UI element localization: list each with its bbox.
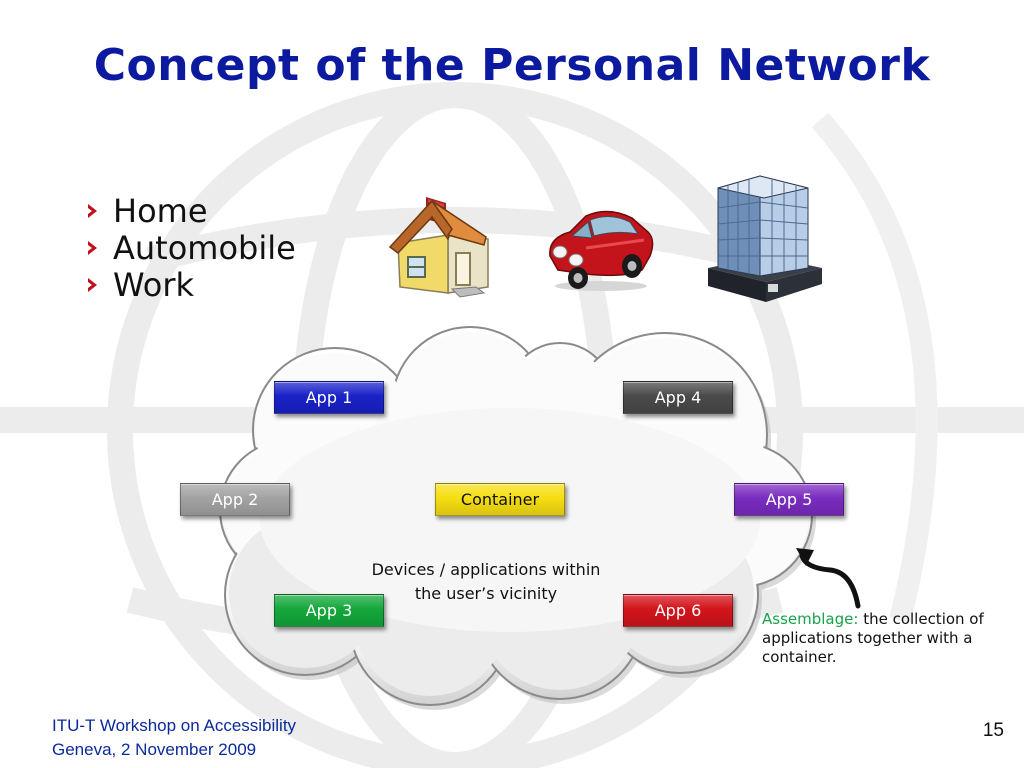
bullet-arrow-icon (88, 240, 97, 255)
app-3-label: App 3 (305, 601, 353, 620)
app-6-label: App 6 (654, 601, 702, 620)
container-box: Container (435, 483, 565, 516)
app-3-box: App 3 (274, 594, 384, 627)
bullet-arrow-icon (88, 203, 97, 218)
assemblage-description: the collection of applications together … (762, 610, 984, 666)
assemblage-term: Assemblage: (762, 610, 859, 628)
app-6-box: App 6 (623, 594, 733, 627)
bullet-item-home: Home (88, 191, 296, 230)
bullet-item-work: Work (88, 265, 296, 304)
footer-line-1: ITU-T Workshop on Accessibility (52, 716, 297, 735)
assemblage-note: Assemblage: the collection of applicatio… (762, 610, 1002, 667)
app-5-label: App 5 (765, 490, 813, 509)
app-2-label: App 2 (211, 490, 259, 509)
bullet-label: Automobile (113, 228, 296, 267)
app-1-box: App 1 (274, 381, 384, 414)
cloud-caption-line-2: the user’s vicinity (414, 584, 558, 603)
cloud-caption: Devices / applications within the user’s… (348, 558, 624, 606)
page-number: 15 (982, 720, 1004, 741)
slide-title: Concept of the Personal Network (93, 40, 931, 91)
container-label: Container (460, 490, 540, 509)
cloud-caption-line-1: Devices / applications within (371, 560, 601, 579)
bullet-item-automobile: Automobile (88, 228, 296, 267)
bullet-arrow-icon (88, 277, 97, 292)
app-4-box: App 4 (623, 381, 733, 414)
bullet-label: Home (113, 191, 208, 230)
app-2-box: App 2 (180, 483, 290, 516)
footer: ITU-T Workshop on Accessibility Geneva, … (52, 714, 296, 762)
office-building-icon (708, 175, 822, 302)
app-4-label: App 4 (654, 388, 702, 407)
app-1-label: App 1 (305, 388, 353, 407)
app-5-box: App 5 (734, 483, 844, 516)
bullet-label: Work (113, 265, 195, 304)
footer-line-2: Geneva, 2 November 2009 (52, 740, 257, 759)
bullet-list: Home Automobile Work (88, 191, 296, 304)
house-icon (388, 197, 489, 298)
car-icon (549, 210, 654, 291)
